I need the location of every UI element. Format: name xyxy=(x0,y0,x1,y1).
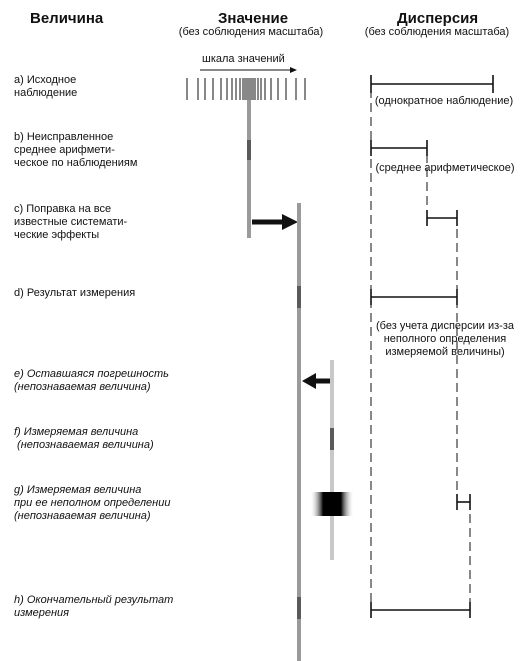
scale-arrow xyxy=(200,67,297,73)
measurand-marker xyxy=(330,428,334,450)
row-label-e: e) Оставшаяся погрешность (непознаваемая… xyxy=(14,368,169,393)
row-label-g: g) Измеряемая величина при ее неполном о… xyxy=(14,484,171,522)
value-scale-label: шкала значений xyxy=(202,53,285,65)
measurement-result-bar xyxy=(297,203,301,661)
note-single-observation: (однократное наблюдение) xyxy=(374,95,514,107)
header-quantity: Величина xyxy=(30,10,104,27)
measurand-bar xyxy=(330,360,334,560)
variance-interval-b xyxy=(370,140,428,156)
row-label-d: d) Результат измерения xyxy=(14,287,136,299)
observation-ticks xyxy=(186,78,306,100)
variance-interval-h xyxy=(370,602,471,618)
row-label-b: b) Неисправленное среднее арифмети- ческ… xyxy=(14,131,138,169)
incomplete-definition-blur xyxy=(310,492,354,516)
header-value-subtitle: (без соблюдения масштаба) xyxy=(178,26,324,38)
result-marker-d xyxy=(297,286,301,308)
residual-error-arrow xyxy=(302,373,330,389)
note-incomplete-definition: (без учета дисперсии из-за неполного опр… xyxy=(376,320,514,358)
variance-interval-c xyxy=(426,210,458,226)
uncorrected-mean-marker xyxy=(247,140,251,160)
correction-arrow xyxy=(252,214,298,230)
result-marker-h xyxy=(297,597,301,619)
variance-interval-g xyxy=(456,494,471,510)
row-label-a: a) Исходное наблюдение xyxy=(14,74,78,99)
row-label-f: f) Измеряемая величина (непознаваемая ве… xyxy=(14,426,154,451)
row-label-c: c) Поправка на все известные системати- … xyxy=(14,203,128,241)
row-label-h: h) Окончательный результат измерения xyxy=(14,594,174,619)
variance-interval-a xyxy=(370,75,494,93)
header-variance-subtitle: (без соблюдения масштаба) xyxy=(364,26,510,38)
variance-interval-d xyxy=(370,289,458,305)
uncorrected-mean-bar xyxy=(247,100,251,238)
header-variance: Дисперсия xyxy=(397,10,479,27)
header-value: Значение xyxy=(218,10,289,27)
note-arithmetic-mean: (среднее арифметическое) xyxy=(375,162,515,174)
